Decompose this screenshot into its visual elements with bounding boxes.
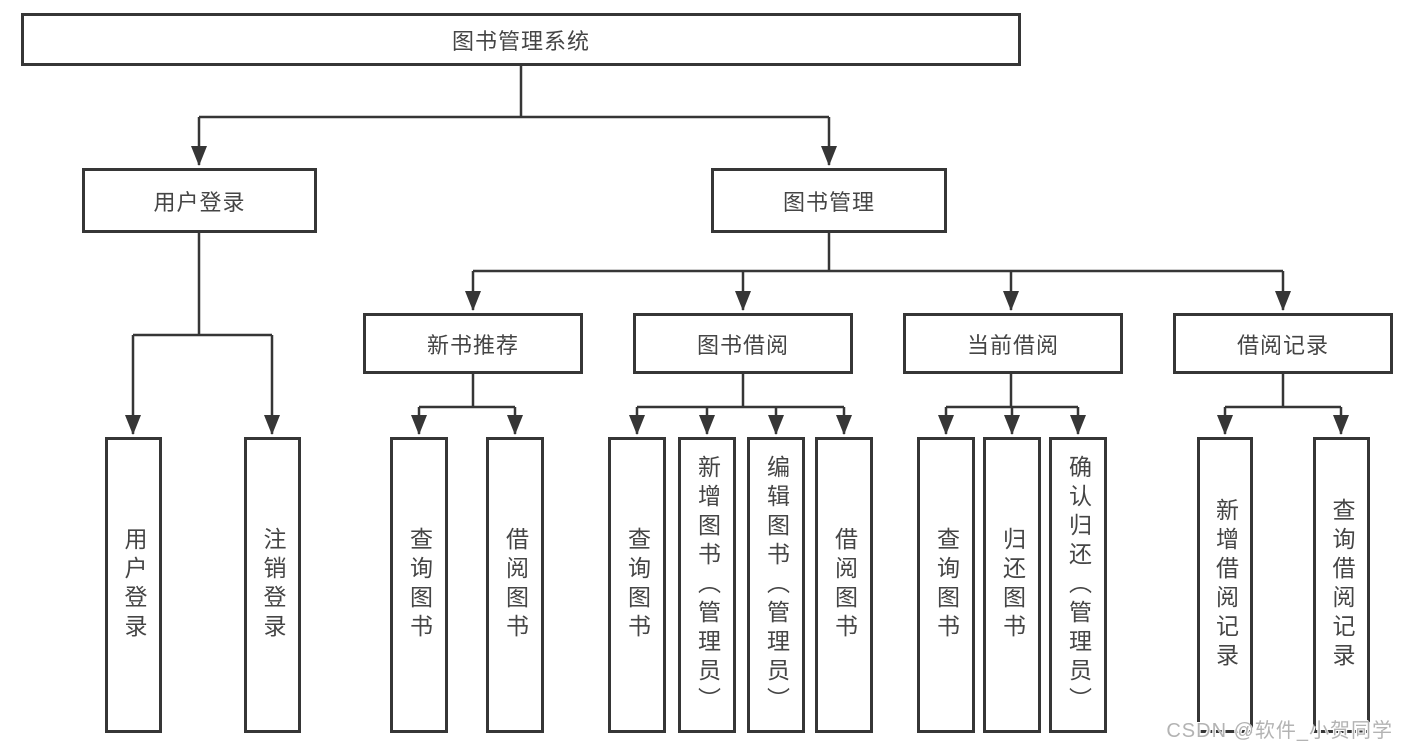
node-label: 图书借阅: [696, 332, 789, 358]
node-label: 图书管理系统: [451, 28, 590, 54]
leaf-label: 查询图书: [624, 527, 651, 643]
leaf-user-login: 用户登录: [105, 437, 162, 733]
leaf-query-books-borrow: 查询图书: [608, 437, 666, 733]
leaf-borrow-books-recommend: 借阅图书: [486, 437, 544, 733]
leaf-label: 编辑图书（管理员）: [763, 454, 790, 716]
leaf-query-books-recommend: 查询图书: [390, 437, 448, 733]
node-label: 用户登录: [153, 189, 246, 215]
leaf-add-book-admin: 新增图书（管理员）: [678, 437, 736, 733]
leaf-query-books-current: 查询图书: [917, 437, 975, 733]
leaf-label: 查询图书: [933, 527, 960, 643]
node-current-borrow: 当前借阅: [903, 313, 1123, 374]
leaf-label: 用户登录: [121, 527, 147, 643]
leaf-return-book: 归还图书: [983, 437, 1041, 733]
node-label: 借阅记录: [1236, 332, 1329, 358]
csdn-watermark: CSDN @软件_小贺同学: [1166, 720, 1393, 742]
leaf-label: 新增借阅记录: [1212, 498, 1239, 672]
node-label: 当前借阅: [966, 332, 1059, 358]
node-root-system: 图书管理系统: [21, 13, 1021, 66]
leaf-label: 借阅图书: [831, 527, 858, 643]
leaf-label: 查询借阅记录: [1329, 498, 1355, 672]
node-new-book-recommend: 新书推荐: [363, 313, 583, 374]
node-user-login: 用户登录: [82, 168, 317, 233]
leaf-label: 借阅图书: [502, 527, 529, 643]
leaf-query-borrow-record: 查询借阅记录: [1313, 437, 1370, 733]
node-label: 图书管理: [782, 189, 875, 215]
leaf-label: 注销登录: [260, 527, 286, 643]
leaf-label: 查询图书: [406, 527, 433, 643]
leaf-confirm-return-admin: 确认归还（管理员）: [1049, 437, 1107, 733]
leaf-logout: 注销登录: [244, 437, 301, 733]
node-book-management: 图书管理: [711, 168, 947, 233]
leaf-borrow-books: 借阅图书: [815, 437, 873, 733]
leaf-label: 新增图书（管理员）: [694, 454, 721, 716]
node-label: 新书推荐: [426, 332, 519, 358]
leaf-label: 确认归还（管理员）: [1065, 454, 1092, 716]
node-book-borrow: 图书借阅: [633, 313, 853, 374]
node-borrow-records: 借阅记录: [1173, 313, 1393, 374]
leaf-edit-book-admin: 编辑图书（管理员）: [747, 437, 805, 733]
leaf-label: 归还图书: [999, 527, 1026, 643]
leaf-add-borrow-record: 新增借阅记录: [1197, 437, 1253, 733]
